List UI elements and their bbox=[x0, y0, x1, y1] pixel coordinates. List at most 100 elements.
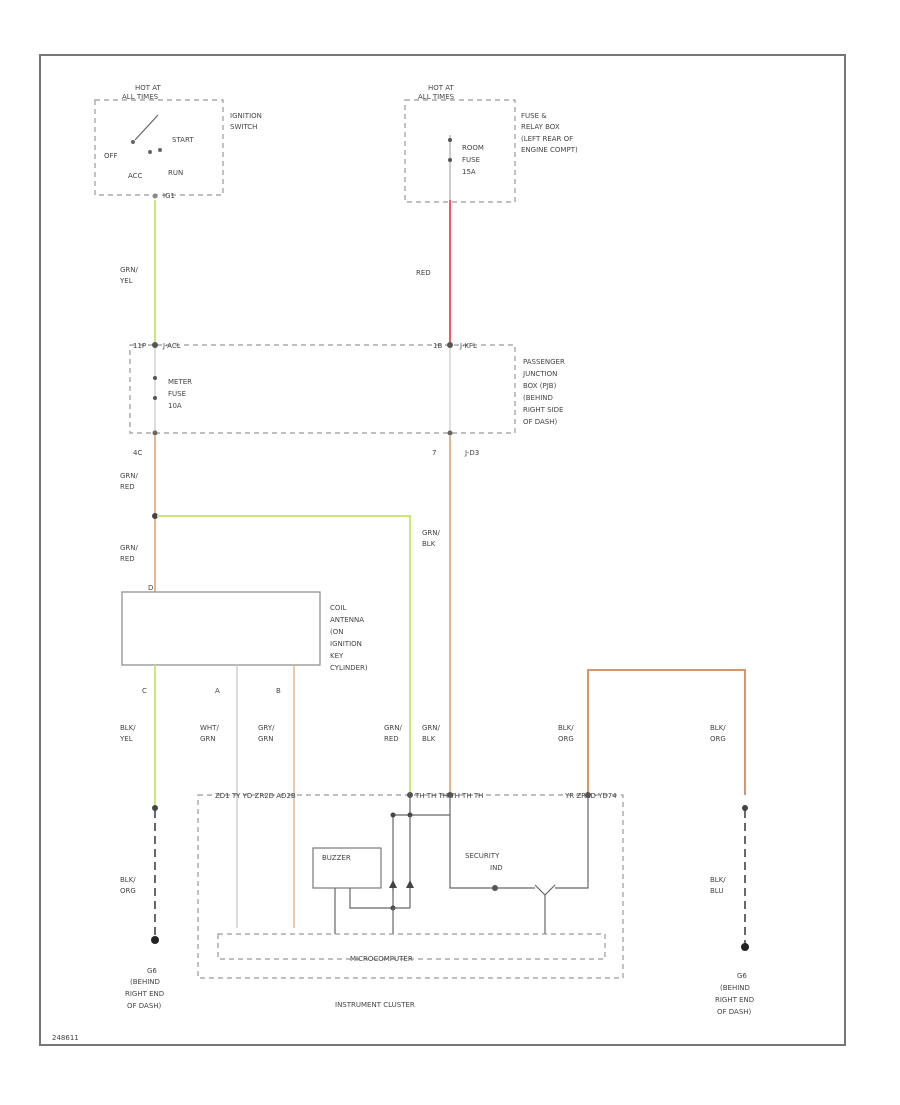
meter-fuse-2: FUSE bbox=[168, 390, 186, 398]
wire-wht-grn-2: GRN bbox=[200, 735, 216, 743]
meter-fuse-1: METER bbox=[168, 378, 192, 386]
cluster-name: INSTRUMENT CLUSTER bbox=[335, 1001, 415, 1009]
pjb-name-2: JUNCTION bbox=[522, 370, 557, 378]
wire-blk-org-1a: BLK/ bbox=[558, 724, 574, 732]
coil-antenna: D COIL ANTENNA (ON IGNITION KEY CYLINDER… bbox=[121, 584, 368, 695]
wire-grn-yel-1: GRN/ bbox=[120, 266, 139, 274]
wire-blk-org-2a: BLK/ bbox=[710, 724, 726, 732]
coil-name-1: COIL bbox=[330, 604, 346, 612]
ground-left-1: (BEHIND bbox=[130, 978, 160, 986]
lower-wires: BLK/ YEL WHT/ GRN GRY/ GRN GRN/ RED GRN/… bbox=[119, 665, 746, 928]
meter-fuse-3: 10A bbox=[168, 402, 182, 410]
wire-gry-grn-1: GRY/ bbox=[258, 724, 275, 732]
ignition-hot-at: HOT AT bbox=[135, 84, 162, 92]
middle-wires: GRN/ RED GRN/ RED GRN/ BLK bbox=[120, 435, 451, 795]
ignition-name-2: SWITCH bbox=[230, 123, 257, 131]
room-fuse-2: FUSE bbox=[462, 156, 480, 164]
coil-name-4: IGNITION bbox=[330, 640, 362, 648]
diagram-frame bbox=[39, 54, 846, 1046]
ground-right-id: G6 bbox=[737, 972, 747, 980]
wire-grn-red-2a: GRN/ bbox=[120, 544, 139, 552]
fuse-relay-name-2: RELAY BOX bbox=[521, 123, 560, 131]
instrument-cluster: ZD1 TY YD ZR2D AD2B TH TH TH TH TH TH YR… bbox=[197, 792, 624, 1009]
coil-name-3: (ON bbox=[330, 628, 343, 636]
coil-pin-a: A bbox=[215, 687, 220, 695]
room-fuse-3: 15A bbox=[462, 168, 476, 176]
ground-right-3: OF DASH) bbox=[717, 1008, 752, 1016]
coil-name-5: KEY bbox=[330, 652, 344, 660]
wire-grn-blk-3b: BLK bbox=[422, 735, 436, 743]
ground-left: BLK/ ORG G6 (BEHIND RIGHT END OF DASH) bbox=[120, 805, 164, 1010]
fuse-relay-box: HOT AT ALL TIMES FUSE & RELAY BOX (LEFT … bbox=[404, 84, 578, 203]
wire-grn-red-1a: GRN/ bbox=[120, 472, 139, 480]
coil-pin-top: D bbox=[148, 584, 153, 592]
coil-name-6: CYLINDER) bbox=[330, 664, 368, 672]
ignition-all-times: ALL TIMES bbox=[122, 93, 159, 101]
coil-name-2: ANTENNA bbox=[330, 616, 364, 624]
buzzer-box bbox=[312, 847, 382, 889]
top-wires: GRN/ YEL RED bbox=[119, 200, 451, 345]
pjb-pin-left-1: 11P bbox=[133, 342, 146, 350]
ground-right: BLK/ BLU G6 (BEHIND RIGHT END OF DASH) bbox=[710, 805, 754, 1016]
ignition-switch: HOT AT ALL TIMES IGNITION SWITCH OFF STA… bbox=[94, 84, 262, 200]
security-ind-1: SECURITY bbox=[465, 852, 500, 860]
passenger-junction-box: 11P J-ACL 1B J-KFL METER FUSE 10A PASSEN… bbox=[129, 342, 565, 457]
cluster-pins-1: ZD1 TY YD ZR2D AD2B bbox=[215, 792, 296, 800]
ground-left-id: G6 bbox=[147, 967, 157, 975]
fuse-relay-all-times: ALL TIMES bbox=[418, 93, 455, 101]
coil-pin-c: C bbox=[142, 687, 147, 695]
ignition-start: START bbox=[172, 136, 194, 144]
wire-blk-yel-2: YEL bbox=[119, 735, 133, 743]
pjb-pin-left-2: J-ACL bbox=[162, 342, 181, 350]
pjb-name-3: BOX (PJB) bbox=[523, 382, 557, 390]
pjb-out-right-1: 7 bbox=[432, 449, 436, 457]
ignition-run: RUN bbox=[168, 169, 183, 177]
pjb-name-4: (BEHIND bbox=[523, 394, 553, 402]
wire-grn-red-1b: RED bbox=[120, 483, 135, 491]
pjb-out-left: 4C bbox=[133, 449, 142, 457]
pjb-name-5: RIGHT SIDE bbox=[523, 406, 563, 414]
wire-wht-grn-1: WHT/ bbox=[200, 724, 219, 732]
security-ind-2: IND bbox=[490, 864, 503, 872]
wire-grn-red-3b: RED bbox=[384, 735, 399, 743]
pjb-out-right-2: J-D3 bbox=[464, 449, 479, 457]
wire-gry-grn-2: GRN bbox=[258, 735, 274, 743]
pjb-pin-right-1: 1B bbox=[433, 342, 442, 350]
fuse-relay-name-1: FUSE & bbox=[521, 112, 547, 120]
wire-grn-yel-2: YEL bbox=[119, 277, 133, 285]
wire-blk-yel-1: BLK/ bbox=[120, 724, 136, 732]
ignition-off: OFF bbox=[104, 152, 118, 160]
wire-grn-blk-3a: GRN/ bbox=[422, 724, 441, 732]
wire-blk-org-3b: ORG bbox=[120, 887, 136, 895]
coil-pin-b: B bbox=[276, 687, 281, 695]
microcomputer-label: MICROCOMPUTER bbox=[350, 955, 413, 963]
buzzer-label: BUZZER bbox=[322, 854, 351, 862]
fuse-relay-hot-at: HOT AT bbox=[428, 84, 455, 92]
pjb-pin-right-2: J-KFL bbox=[459, 342, 477, 350]
room-fuse-1: ROOM bbox=[462, 144, 484, 152]
pjb-name-1: PASSENGER bbox=[523, 358, 565, 366]
ignition-acc: ACC bbox=[128, 172, 143, 180]
wire-grn-blk-2: BLK bbox=[422, 540, 436, 548]
ground-right-1: (BEHIND bbox=[720, 984, 750, 992]
wire-blk-org-2b: ORG bbox=[710, 735, 726, 743]
ignition-name-1: IGNITION bbox=[230, 112, 262, 120]
ignition-pin: IG1 bbox=[163, 192, 175, 200]
microcomputer-box bbox=[217, 933, 606, 960]
fuse-relay-name-3: (LEFT REAR OF bbox=[521, 135, 573, 143]
footer-code: 248611 bbox=[52, 1034, 79, 1042]
wire-red: RED bbox=[416, 269, 431, 277]
ground-left-3: OF DASH) bbox=[127, 1002, 162, 1010]
wire-grn-blk-1: GRN/ bbox=[422, 529, 441, 537]
ground-right-2: RIGHT END bbox=[715, 996, 754, 1004]
wire-blk-blu-1: BLK/ bbox=[710, 876, 726, 884]
ground-left-2: RIGHT END bbox=[125, 990, 164, 998]
pjb-name-6: OF DASH) bbox=[523, 418, 558, 426]
wire-blk-blu-2: BLU bbox=[710, 887, 723, 895]
wire-grn-red-3a: GRN/ bbox=[384, 724, 403, 732]
fuse-relay-name-4: ENGINE COMPT) bbox=[521, 146, 578, 154]
wire-grn-red-2b: RED bbox=[120, 555, 135, 563]
wire-blk-org-3a: BLK/ bbox=[120, 876, 136, 884]
